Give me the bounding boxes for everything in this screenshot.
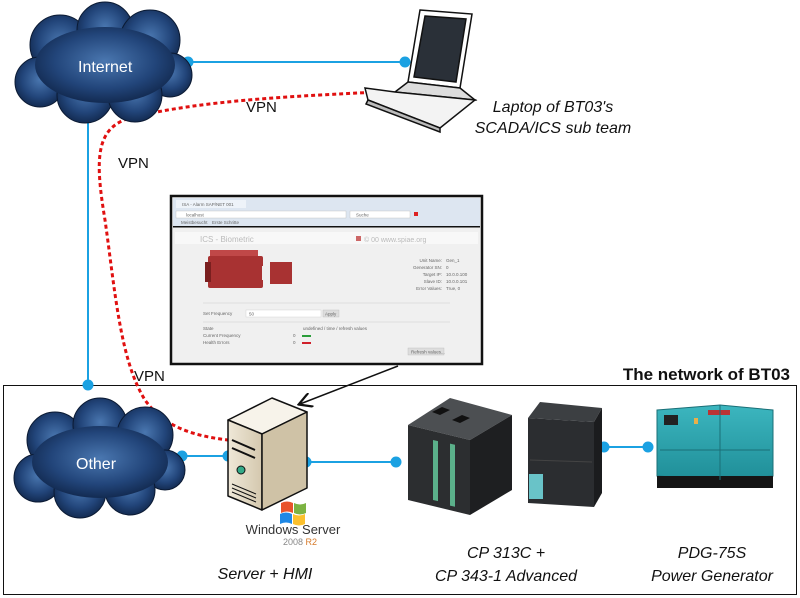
internet-label: Internet (78, 59, 133, 76)
svg-text:Generator SN:: Generator SN: (413, 265, 442, 270)
svg-text:0: 0 (446, 265, 449, 270)
svg-text:© 00 www.spiae.org: © 00 www.spiae.org (364, 236, 426, 244)
svg-text:Health Errors: Health Errors (203, 340, 230, 345)
other-cloud-icon (13, 397, 186, 519)
hmi-screenshot: ISA - Alarm SAP/NET 001 localhost Suche … (169, 194, 484, 366)
svg-text:Gen_1: Gen_1 (446, 258, 460, 263)
svg-text:10.0.0.100: 10.0.0.100 (446, 272, 468, 277)
plc-label: CP 313C + (467, 545, 545, 562)
laptop-label: SCADA/ICS sub team (475, 120, 632, 137)
svg-text:State: State (203, 326, 214, 331)
svg-text:True, 0: True, 0 (446, 286, 461, 291)
svg-text:Suche: Suche (356, 213, 369, 218)
svg-text:ICS - Biometric: ICS - Biometric (200, 235, 254, 244)
other-label: Other (76, 456, 117, 473)
windows-server-logo-text: Windows Server (246, 522, 341, 537)
svg-text:0: 0 (293, 333, 296, 338)
svg-text:Apply: Apply (325, 312, 337, 317)
windows-logo-icon (280, 501, 306, 526)
svg-text:Erste Schritte: Erste Schritte (212, 220, 240, 225)
svg-text:Error Values:: Error Values: (416, 286, 442, 291)
vpn-label: VPN (134, 368, 165, 385)
svg-text:localhost: localhost (186, 213, 205, 218)
plc-label: CP 343-1 Advanced (435, 568, 578, 585)
frequency-status-indicator (302, 335, 311, 337)
svg-text:Refresh values...: Refresh values... (411, 350, 445, 355)
internet-cloud-icon (14, 1, 193, 124)
plc-cpu-icon (408, 398, 512, 515)
laptop-label: Laptop of BT03's (493, 99, 613, 116)
plc-communication-module-icon (528, 402, 602, 507)
vpn-label: VPN (118, 155, 149, 172)
screenshot-arrow (300, 365, 399, 404)
network-title: The network of BT03 (623, 365, 790, 384)
server-icon (227, 397, 308, 511)
generator-label: PDG-75S (678, 545, 747, 562)
vpn-label: VPN (246, 99, 277, 116)
svg-text:Set Frequency: Set Frequency (203, 311, 233, 316)
laptop-icon (364, 9, 478, 134)
health-status-indicator (302, 342, 311, 344)
svg-text:Slave ID:: Slave ID: (424, 279, 442, 284)
windows-server-version: 2008 R2 (283, 537, 317, 547)
svg-text:undefined / time / refresh val: undefined / time / refresh values (303, 326, 368, 331)
svg-text:Current Frequency: Current Frequency (203, 333, 241, 338)
svg-text:Meistbesucht: Meistbesucht (181, 220, 208, 225)
svg-text:50: 50 (249, 312, 255, 317)
power-generator-icon (656, 404, 774, 488)
svg-text:Unit Name:: Unit Name: (419, 258, 442, 263)
generator-engine-image (205, 250, 292, 288)
svg-text:10.0.0.101: 10.0.0.101 (446, 279, 468, 284)
network-boundary (3, 385, 797, 595)
svg-text:ISA - Alarm SAP/NET 001: ISA - Alarm SAP/NET 001 (182, 202, 234, 207)
server-label: Server + HMI (218, 566, 313, 583)
svg-text:Target IP:: Target IP: (423, 272, 442, 277)
svg-text:0: 0 (293, 340, 296, 345)
generator-label: Power Generator (651, 568, 774, 585)
